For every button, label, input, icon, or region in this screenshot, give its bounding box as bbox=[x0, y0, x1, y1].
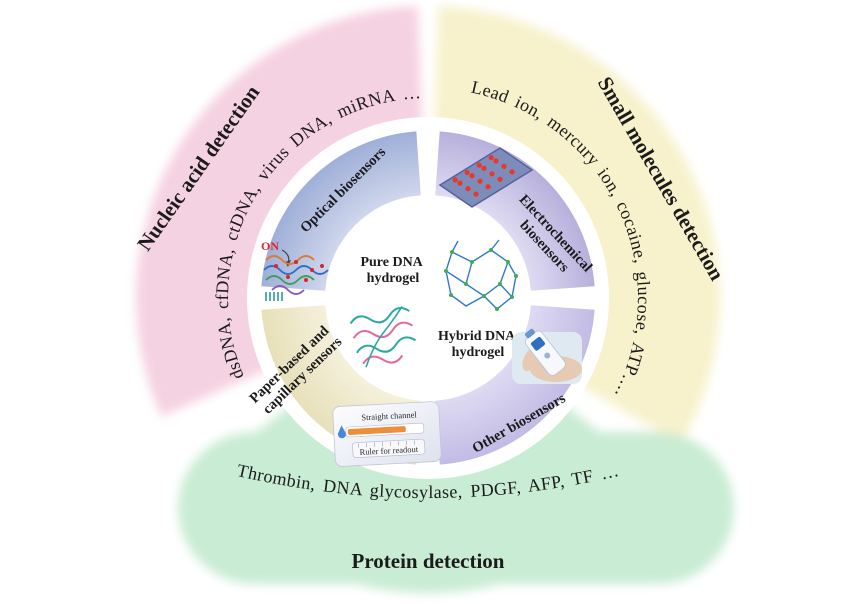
hybrid-dna-label: Hybrid DNA hydrogel bbox=[438, 329, 518, 360]
channel-fill-bar bbox=[347, 426, 406, 435]
on-label: ON bbox=[261, 239, 279, 253]
ruler-readout-label: Ruler for readout bbox=[359, 444, 419, 457]
paper-sensor-illustration: Straight channel Ruler for readout bbox=[332, 401, 442, 467]
dna-network-icon bbox=[444, 239, 518, 311]
outer-ring bbox=[136, 6, 734, 594]
straight-channel-label: Straight channel bbox=[361, 409, 418, 422]
device-button bbox=[544, 352, 551, 359]
pure-dna-label: Pure DNA hydrogel bbox=[360, 255, 425, 286]
protein-title: Protein detection bbox=[352, 549, 505, 573]
optical-biosensor-illustration: ON bbox=[261, 239, 329, 301]
device-screen bbox=[530, 336, 545, 351]
barcode-icon bbox=[265, 292, 283, 301]
dna-strands-icon bbox=[349, 305, 417, 368]
protein-region-band bbox=[178, 432, 734, 584]
handheld-device-illustration bbox=[512, 328, 582, 384]
electrode-chip-illustration bbox=[438, 147, 534, 208]
droplet-icon bbox=[338, 425, 346, 439]
optical-sector bbox=[261, 131, 421, 291]
small-molecules-region bbox=[434, 6, 721, 444]
